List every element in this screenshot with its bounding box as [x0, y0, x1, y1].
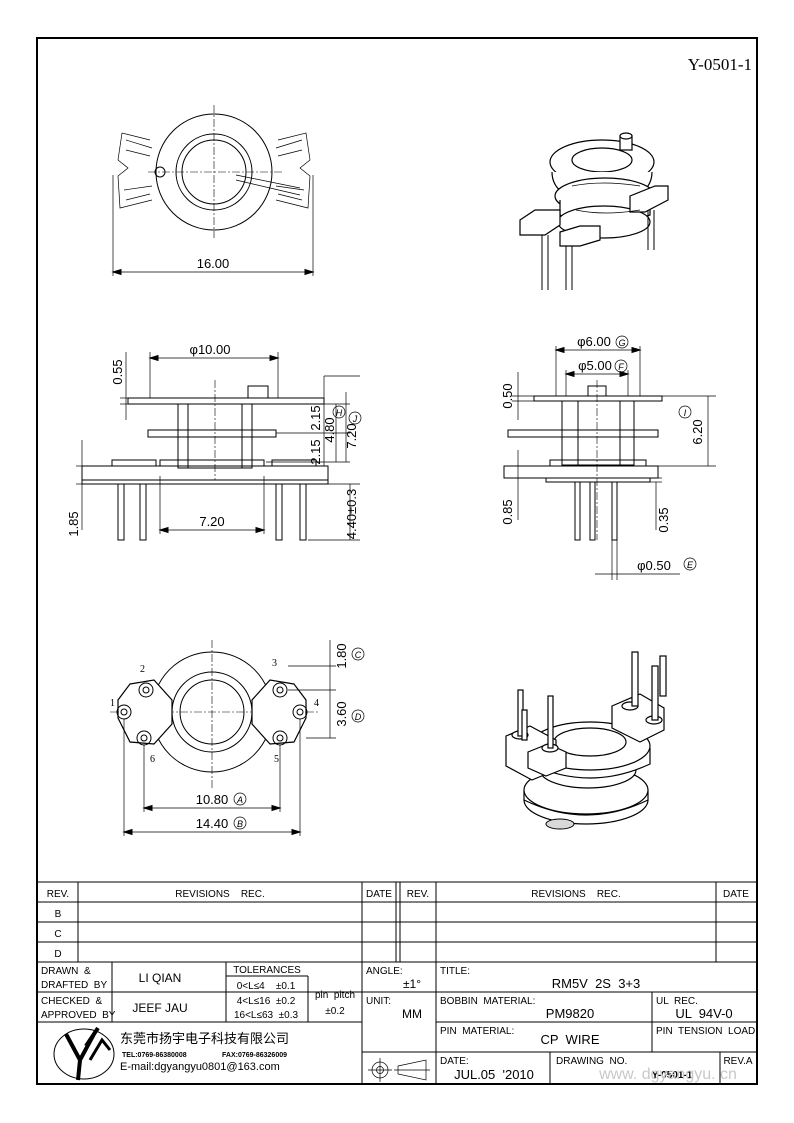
dim-bottom-360: 3.60	[334, 701, 349, 726]
tolerances-header: TOLERANCES	[233, 965, 301, 976]
rec-header-right: REVISIONS REC.	[531, 889, 620, 900]
checked-value: JEEF JAU	[132, 1001, 187, 1015]
pin-pitch-value: ±0.2	[325, 1006, 345, 1017]
pin-number-3: 3	[272, 658, 277, 669]
dim-front-185: 1.85	[66, 511, 81, 536]
pin-pitch-label: pin pitch	[315, 990, 355, 1001]
callout-G: G	[618, 338, 625, 348]
pin-number-1: 1	[110, 698, 115, 709]
callout-H: H	[336, 408, 343, 418]
top-view: 16.00	[111, 105, 315, 276]
rec-header-left: REVISIONS REC.	[175, 889, 264, 900]
dim-front-215b: 2.15	[308, 439, 323, 464]
tolerance-3: 16<L≤63 ±0.3	[234, 1010, 299, 1021]
iso-view-top	[519, 132, 669, 290]
projection-symbol	[368, 1058, 430, 1082]
callout-C: C	[355, 650, 362, 660]
callout-D: D	[355, 712, 362, 722]
dim-front-720v: 7.20	[344, 423, 359, 448]
drawing-no-value: Y-0501-1	[652, 1070, 693, 1081]
drawn-label-1: DRAWN &	[41, 966, 91, 977]
checked-label-2: APPROVED BY	[41, 1010, 116, 1021]
side-view: φ6.00 G φ5.00 F 0.50 6.20 I 0.85 0.35	[500, 334, 716, 580]
dim-side-d050: φ0.50	[637, 558, 671, 573]
angle-value: ±1°	[403, 977, 421, 991]
pin-number-2: 2	[140, 664, 145, 675]
title-label: TITLE:	[440, 966, 470, 977]
watermark: www. dgyangyu. cn	[598, 1066, 737, 1083]
pin-number-6: 6	[150, 754, 155, 765]
company-name: 东莞市扬宇电子科技有限公司	[120, 1031, 289, 1046]
pin-tension-label: PIN TENSION LOAD:	[656, 1026, 758, 1037]
ul-rec-label: UL REC.	[656, 996, 698, 1007]
front-view: φ10.00 0.55 2.15 2.15 4.80 7.20 H J 1.85…	[66, 342, 362, 541]
date-label: DATE:	[440, 1056, 469, 1067]
rev-row-c: C	[54, 929, 61, 940]
dim-front-720h: 7.20	[199, 514, 224, 529]
ul-rec-value: UL 94V-0	[675, 1006, 732, 1021]
callout-B: B	[237, 819, 243, 829]
bobbin-material-label: BOBBIN MATERIAL:	[440, 996, 535, 1007]
dim-side-620: 6.20	[690, 419, 705, 444]
drawn-label-2: DRAFTED BY	[41, 980, 107, 991]
dim-front-dia: φ10.00	[190, 342, 231, 357]
callout-J: J	[352, 414, 358, 424]
rev-row-b: B	[55, 909, 62, 920]
dim-bottom-1080: 10.80	[196, 792, 229, 807]
callout-A: A	[236, 795, 243, 805]
callout-E: E	[687, 560, 694, 570]
pin-number-5: 5	[274, 754, 279, 765]
dim-side-050: 0.50	[500, 383, 515, 408]
unit-label: UNIT:	[366, 996, 391, 1007]
dim-side-085: 0.85	[500, 499, 515, 524]
iso-view-bottom	[505, 651, 667, 830]
company-email: E-mail:dgyangyu0801@163.com	[120, 1061, 280, 1073]
bobbin-material-value: PM9820	[546, 1006, 594, 1021]
bottom-view: 1 2 3 4 5 6 1.80 C 3.60 D 10.80 A 14.40 …	[110, 640, 365, 836]
dim-bottom-1440: 14.40	[196, 816, 229, 831]
company-tel: TEL:0769-86380008	[122, 1052, 187, 1059]
checked-label-1: CHECKED &	[41, 996, 102, 1007]
rev-header-left: REV.	[47, 889, 69, 900]
company-logo	[53, 1026, 115, 1081]
unit-value: MM	[402, 1007, 422, 1021]
date-header-right: DATE	[723, 889, 749, 900]
date-header-left: DATE	[366, 889, 392, 900]
revisions-table: REV. REVISIONS REC. DATE REV. REVISIONS …	[36, 881, 758, 963]
dim-top-width: 16.00	[197, 256, 230, 271]
company-fax: FAX:0769-86326009	[222, 1052, 287, 1059]
pin-material-label: PIN MATERIAL:	[440, 1026, 514, 1037]
rev-label: REV.A	[723, 1056, 752, 1067]
callout-F: F	[618, 362, 624, 372]
dim-side-d5: φ5.00	[578, 358, 612, 373]
drawing-id-top: Y-0501-1	[688, 55, 752, 74]
rev-header-right: REV.	[407, 889, 429, 900]
tolerance-2: 4<L≤16 ±0.2	[237, 996, 296, 1007]
date-value: JUL.05 '2010	[454, 1067, 534, 1082]
callout-I: I	[684, 408, 687, 418]
dim-side-035: 0.35	[656, 507, 671, 532]
dim-front-480: 4.80	[322, 417, 337, 442]
dim-front-215a: 2.15	[308, 405, 323, 430]
dim-bottom-180: 1.80	[334, 643, 349, 668]
drawing-no-label: DRAWING NO.	[556, 1056, 627, 1067]
drawn-value: LI QIAN	[139, 971, 182, 985]
angle-label: ANGLE:	[366, 966, 403, 977]
rev-row-d: D	[54, 949, 61, 960]
pin-number-4: 4	[314, 698, 319, 709]
dim-front-440: 4.40±0.3	[344, 489, 359, 540]
dim-side-d6: φ6.00	[577, 334, 611, 349]
pin-material-value: CP WIRE	[541, 1032, 600, 1047]
title-value: RM5V 2S 3+3	[552, 976, 641, 991]
title-block: DRAWN & DRAFTED BY LI QIAN CHECKED & APP…	[36, 961, 758, 1085]
dim-front-055: 0.55	[110, 359, 125, 384]
tolerance-1: 0<L≤4 ±0.1	[237, 981, 296, 992]
